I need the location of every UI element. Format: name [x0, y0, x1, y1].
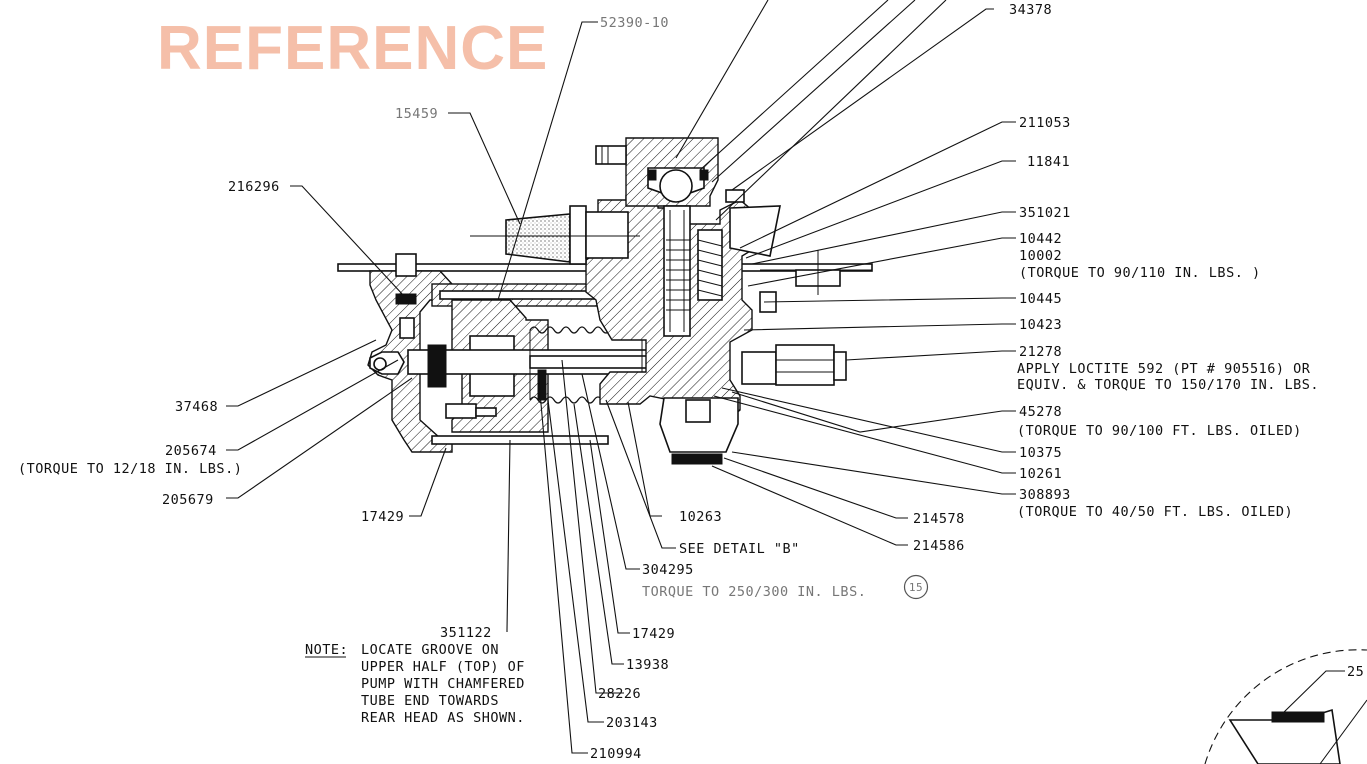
- callout-21278-note-2: EQUIV. & TORQUE TO 150/170 IN. LBS.: [1017, 377, 1319, 393]
- callout-205674: 205674: [165, 443, 217, 459]
- callout-15459: 15459: [395, 106, 438, 122]
- callout-10375: 10375: [1019, 445, 1062, 461]
- outlet-fitting: [741, 291, 847, 386]
- callout-45278-torque: (TORQUE TO 90/100 FT. LBS. OILED): [1017, 423, 1302, 439]
- callout-10442: 10442: [1019, 231, 1062, 247]
- pump-cross-section: [337, 137, 873, 465]
- part-callouts: 52390-10 34378 15459 216296 211053 11841…: [18, 2, 1364, 762]
- note-label: NOTE:: [305, 642, 348, 658]
- callout-10002: 10002: [1019, 248, 1062, 264]
- callout-17429-bottom: 17429: [632, 626, 675, 642]
- note-line-2: UPPER HALF (TOP) OF: [361, 659, 525, 675]
- reference-watermark: REFERENCE: [157, 14, 548, 83]
- callout-10423: 10423: [1019, 317, 1062, 333]
- bleed-fitting: [595, 145, 627, 165]
- note-line-1: LOCATE GROOVE ON: [361, 642, 499, 658]
- callout-17429-left: 17429: [361, 509, 404, 525]
- callout-45278: 45278: [1019, 404, 1062, 420]
- callout-25: 25: [1347, 664, 1364, 680]
- callout-21278-note-1: APPLY LOCTITE 592 (PT # 905516) OR: [1017, 361, 1311, 377]
- assembly-note: NOTE: LOCATE GROOVE ON UPPER HALF (TOP) …: [305, 642, 525, 726]
- callout-214578: 214578: [913, 511, 965, 527]
- callout-21278: 21278: [1019, 344, 1062, 360]
- callout-10445: 10445: [1019, 291, 1062, 307]
- side-bracket: [729, 205, 781, 257]
- filter-nut: [569, 205, 587, 265]
- callout-52390-10: 52390-10: [600, 15, 669, 31]
- sequence-circle: [903, 574, 929, 600]
- callout-28226: 28226: [598, 686, 641, 702]
- callout-308893: 308893: [1019, 487, 1071, 503]
- callout-37468: 37468: [175, 399, 218, 415]
- callout-211053: 211053: [1019, 115, 1071, 131]
- callout-34378: 34378: [1009, 2, 1052, 18]
- callout-210994: 210994: [590, 746, 642, 762]
- callout-214586: 214586: [913, 538, 965, 554]
- valve-column: [663, 205, 691, 337]
- leader-lines: [226, 0, 1345, 754]
- callout-308893-torque: (TORQUE TO 40/50 FT. LBS. OILED): [1017, 504, 1293, 520]
- callout-205674-torque: (TORQUE TO 12/18 IN. LBS.): [18, 461, 242, 477]
- bottom-cap: [659, 397, 739, 453]
- callout-13938: 13938: [626, 657, 669, 673]
- note-line-3: PUMP WITH CHAMFERED: [361, 676, 525, 692]
- note-line-5: REAR HEAD AS SHOWN.: [361, 710, 525, 726]
- callout-see-detail-b: SEE DETAIL "B": [679, 541, 800, 557]
- callout-10002-torque: (TORQUE TO 90/110 IN. LBS. ): [1019, 265, 1261, 281]
- callout-304295-torque: TORQUE TO 250/300 IN. LBS.: [642, 584, 866, 600]
- callout-351122: 351122: [440, 625, 492, 641]
- filter-element: [505, 213, 571, 263]
- callout-351021: 351021: [1019, 205, 1071, 221]
- note-line-4: TUBE END TOWARDS: [361, 693, 499, 709]
- sequence-number: 15: [909, 581, 923, 594]
- callout-216296: 216296: [228, 179, 280, 195]
- callout-304295: 304295: [642, 562, 694, 578]
- callout-203143: 203143: [606, 715, 658, 731]
- callout-11841: 11841: [1027, 154, 1070, 170]
- detail-b-view: [1204, 649, 1367, 764]
- callout-10263: 10263: [679, 509, 722, 525]
- callout-10261: 10261: [1019, 466, 1062, 482]
- lower-tube: [431, 435, 609, 445]
- callout-205679: 205679: [162, 492, 214, 508]
